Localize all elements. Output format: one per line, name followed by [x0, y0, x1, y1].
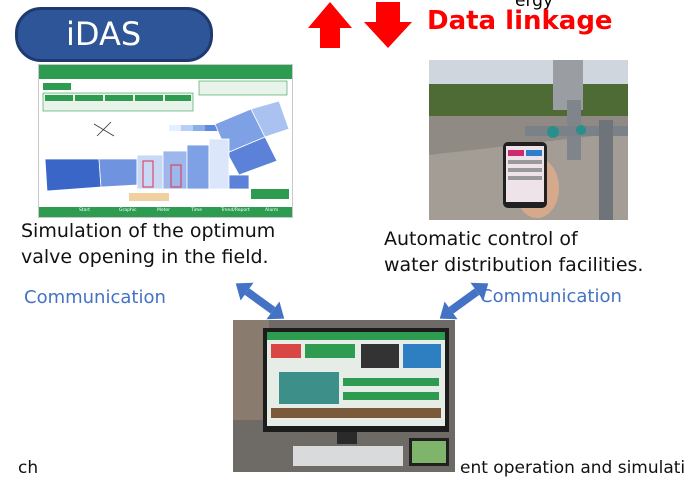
idas-badge: iDAS	[15, 7, 213, 62]
communication-arrow-left-icon	[235, 282, 285, 320]
sim-tab-meter: Meter	[157, 208, 171, 213]
monitoring-pc-photo	[233, 320, 455, 472]
caption-simulation-line2: valve opening in the field.	[21, 246, 269, 268]
sim-tab-alarm: Alarm	[265, 208, 279, 213]
caption-automatic-control: Automatic control of water distribution …	[384, 226, 643, 278]
cropped-bottom-text: ch	[18, 458, 38, 478]
sim-tab-trend-report: Trend/Report	[221, 208, 250, 213]
sim-tab-start: Start	[79, 208, 90, 213]
caption-automatic-control-line1: Automatic control of	[384, 228, 578, 250]
cropped-top-text: ergy	[515, 0, 554, 11]
cropped-bottom-text-right: ent operation and simulati	[460, 458, 686, 478]
communication-label-left: Communication	[24, 287, 166, 308]
communication-arrow-right-icon	[439, 282, 489, 320]
caption-simulation: Simulation of the optimum valve opening …	[21, 218, 275, 270]
caption-simulation-line1: Simulation of the optimum	[21, 220, 276, 242]
simulation-screen-image: Start Graphic Meter Time Trend/Report Al…	[38, 64, 293, 218]
sim-footer-bar: Start Graphic Meter Time Trend/Report Al…	[39, 207, 292, 217]
sim-tab-time: Time	[191, 208, 203, 213]
cropped-bottom-text-left: ch	[18, 458, 39, 478]
caption-automatic-control-line2: water distribution facilities.	[384, 254, 644, 276]
sim-tab-graphic: Graphic	[119, 208, 137, 213]
field-facility-photo	[429, 60, 628, 220]
data-linkage-arrows-icon	[308, 2, 412, 48]
communication-label-right: Communication	[480, 286, 622, 307]
data-linkage-label: Data linkage	[427, 6, 613, 36]
sim-valve-map	[42, 80, 290, 201]
sim-header-bar	[39, 65, 292, 79]
